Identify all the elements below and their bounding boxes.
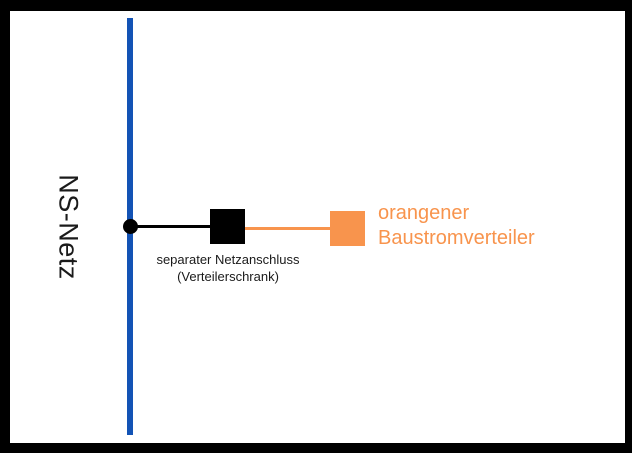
service-connection-line	[130, 225, 210, 228]
baustromverteiler-label-line2: Baustromverteiler	[378, 227, 535, 249]
ns-netz-label: NS-Netz	[53, 174, 84, 280]
baustromverteiler-label-line1: orangener	[378, 202, 470, 224]
netzanschluss-label-line1: separater Netzanschluss	[156, 252, 300, 267]
netzanschluss-label-line2: (Verteilerschrank)	[177, 269, 279, 284]
baustromverteiler-label: orangener Baustromverteiler	[378, 201, 535, 251]
netzanschluss-label: separater Netzanschluss (Verteilerschran…	[128, 251, 328, 285]
baustromverteiler-box	[330, 211, 365, 246]
netzanschluss-box	[210, 209, 245, 244]
baustrom-connection-line	[245, 227, 330, 230]
